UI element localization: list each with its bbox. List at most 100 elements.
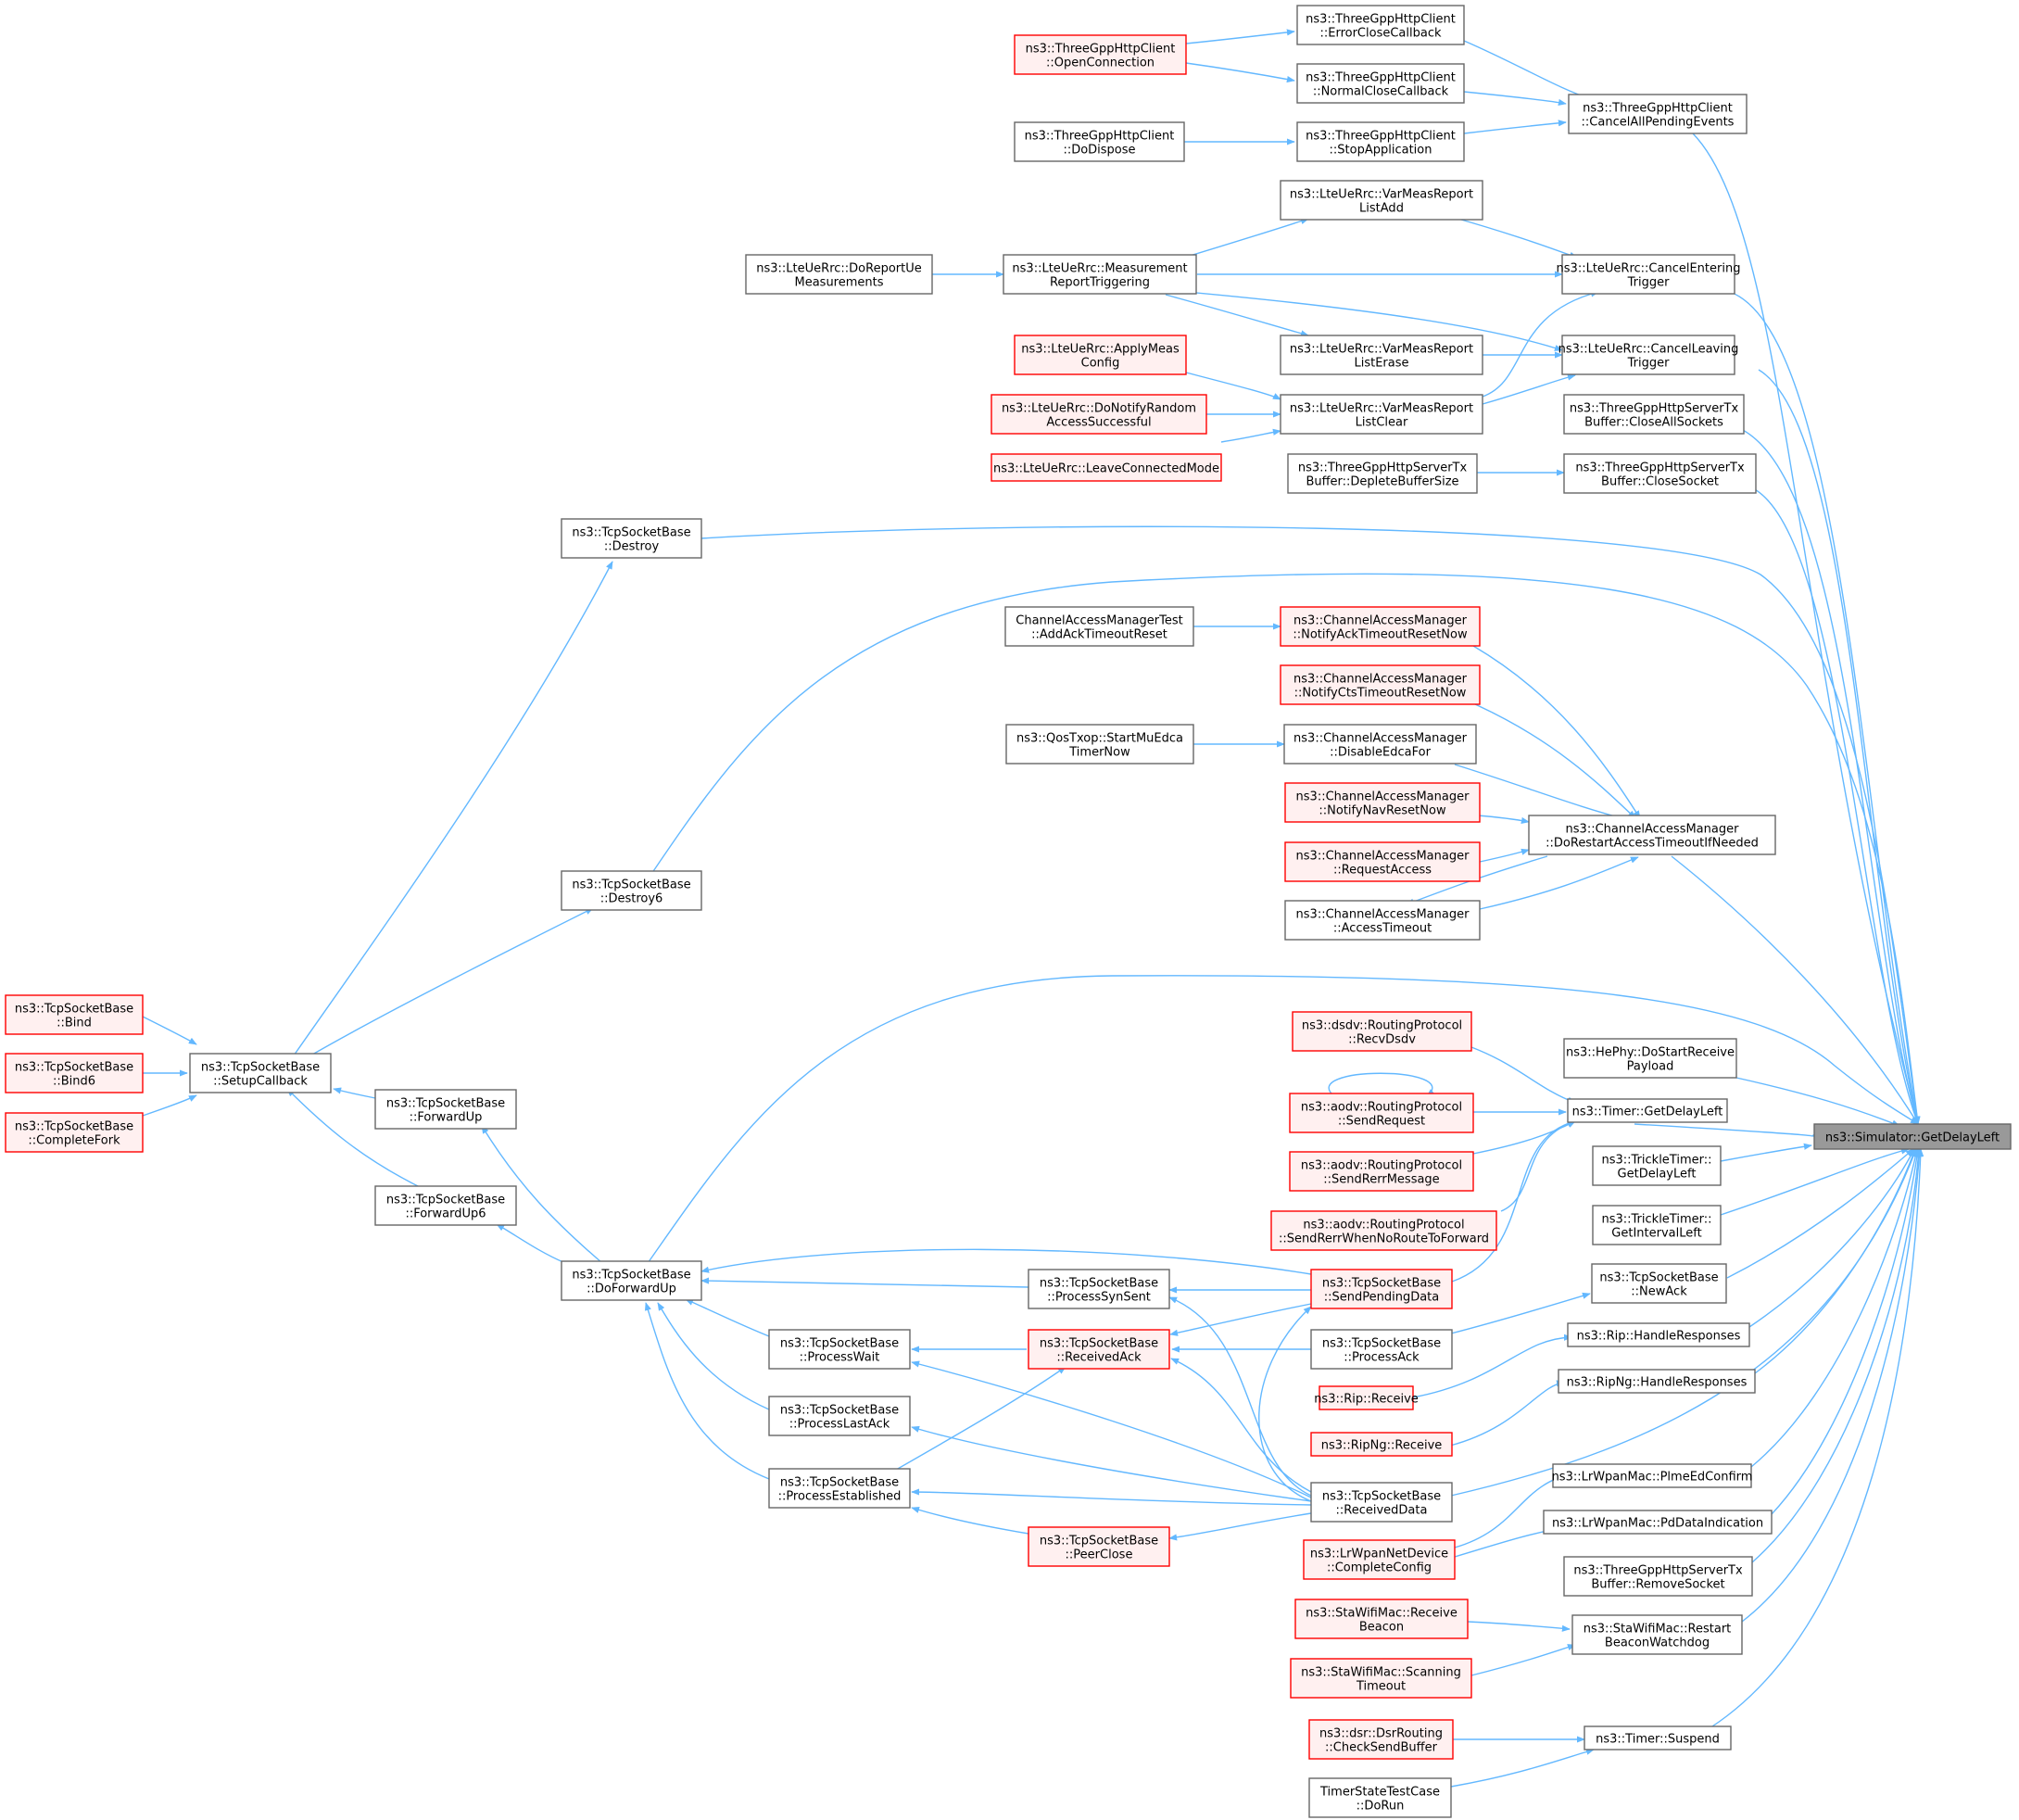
node-label-line: ns3::aodv::RoutingProtocol bbox=[1301, 1101, 1462, 1115]
graph-node-timerstate[interactable]: TimerStateTestCase::DoRun bbox=[1308, 1777, 1452, 1818]
graph-node-dsrcheck[interactable]: ns3::dsr::DsrRouting::CheckSendBuffer bbox=[1308, 1719, 1454, 1760]
graph-node-setupcb[interactable]: ns3::TcpSocketBase::SetupCallback bbox=[189, 1053, 332, 1093]
node-box bbox=[1563, 1556, 1753, 1597]
graph-node-sendrerrnoroute[interactable]: ns3::aodv::RoutingProtocol::SendRerrWhen… bbox=[1270, 1210, 1497, 1251]
node-box bbox=[1004, 606, 1194, 647]
node-label-line: ns3::TcpSocketBase bbox=[572, 1269, 690, 1283]
node-label-line: ::NormalCloseCallback bbox=[1313, 85, 1449, 99]
graph-node-lrcomplete[interactable]: ns3::LrWpanNetDevice::CompleteConfig bbox=[1303, 1539, 1456, 1580]
graph-node-timersuspend[interactable]: ns3::Timer::Suspend bbox=[1584, 1725, 1732, 1750]
graph-node-stopapp[interactable]: ns3::ThreeGppHttpClient::StopApplication bbox=[1296, 121, 1465, 162]
node-label-line: ns3::TcpSocketBase bbox=[1322, 1277, 1441, 1291]
node-box bbox=[1280, 664, 1481, 705]
edge-cet-root bbox=[1729, 291, 1921, 1125]
graph-node-completefork[interactable]: ns3::TcpSocketBase::CompleteFork bbox=[5, 1112, 144, 1153]
graph-node-notifycts[interactable]: ns3::ChannelAccessManager::NotifyCtsTime… bbox=[1280, 664, 1481, 705]
edge-lastack-doforwardup bbox=[657, 1302, 770, 1410]
node-label-line: ns3::RipNg::Receive bbox=[1321, 1439, 1443, 1453]
graph-node-bind6[interactable]: ns3::TcpSocketBase::Bind6 bbox=[5, 1053, 144, 1093]
graph-node-forwardup[interactable]: ns3::TcpSocketBase::ForwardUp bbox=[374, 1089, 517, 1130]
edge-established-receivedack bbox=[889, 1366, 1066, 1474]
graph-node-timergdl[interactable]: ns3::Timer::GetDelayLeft bbox=[1567, 1098, 1728, 1123]
node-label-line: ::ProcessAck bbox=[1344, 1351, 1420, 1365]
graph-node-openconn[interactable]: ns3::ThreeGppHttpClient::OpenConnection bbox=[1014, 34, 1187, 75]
graph-node-removesock[interactable]: ns3::ThreeGppHttpServerTxBuffer::RemoveS… bbox=[1563, 1556, 1753, 1597]
graph-node-destroy[interactable]: ns3::TcpSocketBase::Destroy bbox=[561, 518, 702, 559]
graph-node-notifynav[interactable]: ns3::ChannelAccessManager::NotifyNavRese… bbox=[1284, 782, 1481, 823]
graph-node-deplete[interactable]: ns3::ThreeGppHttpServerTxBuffer::Deplete… bbox=[1287, 453, 1478, 494]
graph-node-reqaccess[interactable]: ns3::ChannelAccessManager::RequestAccess bbox=[1284, 841, 1481, 882]
node-label-line: ::CompleteConfig bbox=[1327, 1561, 1432, 1575]
node-box bbox=[5, 1112, 144, 1153]
graph-node-notifyack[interactable]: ns3::ChannelAccessManager::NotifyAckTime… bbox=[1280, 606, 1481, 647]
graph-node-trickleil[interactable]: ns3::TrickleTimer::GetIntervalLeft bbox=[1592, 1205, 1722, 1245]
graph-node-disableedca[interactable]: ns3::ChannelAccessManager::DisableEdcaFo… bbox=[1283, 724, 1477, 765]
node-box bbox=[374, 1089, 517, 1130]
graph-node-dnras[interactable]: ns3::LteUeRrc::DoNotifyRandomAccessSucce… bbox=[991, 394, 1207, 435]
graph-node-synsent[interactable]: ns3::TcpSocketBase::ProcessSynSent bbox=[1028, 1269, 1170, 1309]
graph-node-cape[interactable]: ns3::ThreeGppHttpClient::CancelAllPendin… bbox=[1568, 94, 1748, 134]
node-label-line: BeaconWatchdog bbox=[1605, 1637, 1710, 1650]
graph-node-sendpending[interactable]: ns3::TcpSocketBase::SendPendingData bbox=[1310, 1269, 1453, 1309]
graph-node-addack[interactable]: ChannelAccessManagerTest::AddAckTimeoutR… bbox=[1004, 606, 1194, 647]
node-box bbox=[768, 1329, 911, 1370]
graph-node-established[interactable]: ns3::TcpSocketBase::ProcessEstablished bbox=[768, 1468, 911, 1509]
graph-node-processwait[interactable]: ns3::TcpSocketBase::ProcessWait bbox=[768, 1329, 911, 1370]
graph-node-ncc[interactable]: ns3::ThreeGppHttpClient::NormalCloseCall… bbox=[1296, 63, 1465, 104]
node-label-line: ns3::TcpSocketBase bbox=[780, 1476, 899, 1490]
node-label-line: ns3::dsdv::RoutingProtocol bbox=[1302, 1019, 1462, 1033]
graph-node-lcm[interactable]: ns3::LteUeRrc::LeaveConnectedMode bbox=[991, 453, 1222, 482]
graph-node-receiveddata[interactable]: ns3::TcpSocketBase::ReceivedData bbox=[1310, 1482, 1453, 1523]
graph-node-mrt[interactable]: ns3::LteUeRrc::MeasurementReportTriggeri… bbox=[1003, 254, 1197, 295]
node-box bbox=[1592, 1145, 1722, 1186]
graph-node-pddata[interactable]: ns3::LrWpanMac::PdDataIndication bbox=[1543, 1510, 1773, 1535]
graph-node-sendrerr[interactable]: ns3::aodv::RoutingProtocol::SendRerrMess… bbox=[1289, 1151, 1474, 1192]
graph-node-dorestart[interactable]: ns3::ChannelAccessManager::DoRestartAcce… bbox=[1528, 815, 1776, 855]
node-box bbox=[1290, 1658, 1472, 1699]
graph-node-peerclose[interactable]: ns3::TcpSocketBase::PeerClose bbox=[1028, 1526, 1170, 1567]
graph-node-trickledl[interactable]: ns3::TrickleTimer::GetDelayLeft bbox=[1592, 1145, 1722, 1186]
graph-node-riprecv[interactable]: ns3::Rip::Receive bbox=[1314, 1385, 1419, 1410]
node-label-line: ::NotifyNavResetNow bbox=[1319, 804, 1446, 818]
graph-node-root[interactable]: ns3::Simulator::GetDelayLeft bbox=[1813, 1123, 2012, 1150]
graph-node-dodispose[interactable]: ns3::ThreeGppHttpClient::DoDispose bbox=[1014, 121, 1185, 162]
graph-node-sendrequest[interactable]: ns3::aodv::RoutingProtocol::SendRequest bbox=[1289, 1093, 1474, 1133]
graph-node-processack[interactable]: ns3::TcpSocketBase::ProcessAck bbox=[1310, 1329, 1453, 1370]
graph-node-closesock[interactable]: ns3::ThreeGppHttpServerTxBuffer::CloseSo… bbox=[1563, 453, 1757, 494]
graph-node-doforwardup[interactable]: ns3::TcpSocketBase::DoForwardUp bbox=[561, 1260, 702, 1301]
node-label-line: AccessSuccessful bbox=[1046, 416, 1151, 430]
graph-node-recvdsdv[interactable]: ns3::dsdv::RoutingProtocol::RecvDsdv bbox=[1292, 1011, 1472, 1052]
graph-node-receivedack[interactable]: ns3::TcpSocketBase::ReceivedAck bbox=[1028, 1329, 1170, 1370]
graph-node-bind[interactable]: ns3::TcpSocketBase::Bind bbox=[5, 994, 144, 1035]
graph-node-forwardup6[interactable]: ns3::TcpSocketBase::ForwardUp6 bbox=[374, 1185, 517, 1226]
graph-node-accesstimeout[interactable]: ns3::ChannelAccessManager::AccessTimeout bbox=[1284, 900, 1481, 941]
node-label-line: ns3::TrickleTimer:: bbox=[1601, 1213, 1711, 1227]
node-box bbox=[768, 1468, 911, 1509]
graph-node-ripngrecv[interactable]: ns3::RipNg::Receive bbox=[1310, 1432, 1453, 1457]
edge-stareceive-starestart bbox=[1467, 1621, 1571, 1632]
node-label-line: ns3::ThreeGppHttpServerTx bbox=[1570, 402, 1739, 416]
graph-node-lastack[interactable]: ns3::TcpSocketBase::ProcessLastAck bbox=[768, 1396, 911, 1436]
node-box bbox=[1528, 815, 1776, 855]
graph-node-ripnghr[interactable]: ns3::RipNg::HandleResponses bbox=[1558, 1369, 1756, 1394]
graph-node-destroy6[interactable]: ns3::TcpSocketBase::Destroy6 bbox=[561, 870, 702, 911]
node-label-line: ListClear bbox=[1356, 416, 1408, 430]
graph-node-ecc[interactable]: ns3::ThreeGppHttpClient::ErrorCloseCallb… bbox=[1296, 5, 1465, 45]
graph-node-newack[interactable]: ns3::TcpSocketBase::NewAck bbox=[1591, 1263, 1727, 1304]
node-box bbox=[561, 518, 702, 559]
graph-node-riphr[interactable]: ns3::Rip::HandleResponses bbox=[1567, 1322, 1750, 1347]
graph-node-plmeed[interactable]: ns3::LrWpanMac::PlmeEdConfirm bbox=[1552, 1463, 1753, 1488]
graph-node-closeall[interactable]: ns3::ThreeGppHttpServerTxBuffer::CloseAl… bbox=[1563, 394, 1745, 435]
